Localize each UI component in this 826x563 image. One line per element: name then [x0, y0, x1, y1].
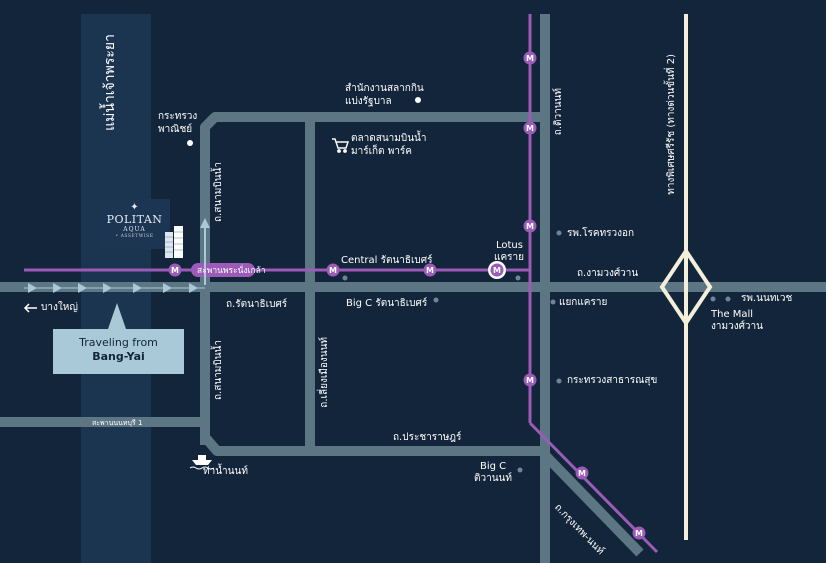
- metro-icon: M: [632, 526, 646, 540]
- dot-lotus-icon: [515, 275, 521, 281]
- dot-lottery-icon: [415, 97, 421, 103]
- svg-text:M: M: [526, 222, 534, 231]
- building-icon: [165, 226, 183, 258]
- svg-text:M: M: [526, 54, 534, 63]
- dot-nonthavej2-icon: [725, 296, 731, 302]
- ferry-icon: [189, 455, 215, 470]
- place-the-mall-line1: The Mall: [711, 309, 754, 320]
- place-the-mall-line2: งามวงศ์วาน: [711, 321, 764, 332]
- dot-bigc-ratta-icon: [433, 297, 439, 303]
- place-bigc-tiwanon-line1: Big C: [480, 461, 507, 472]
- road-sanambinnam-lower: ถ.สนามบินน้ำ: [213, 340, 224, 401]
- road-krungthep-nonthaburi: [541, 451, 644, 557]
- road-liang-mueang: ถ.เลี่ยงเมืองนนท์: [319, 337, 330, 408]
- place-dots-grey: [342, 230, 731, 473]
- dot-central-icon: [342, 275, 348, 281]
- route-up-arrow-icon: [200, 218, 210, 228]
- left-arrow-icon: [23, 303, 37, 313]
- place-market-line1: ตลาดสนามบินน้ำ: [351, 133, 427, 144]
- place-central: Central รัตนาธิเบศร์: [341, 255, 433, 266]
- svg-text:M: M: [493, 266, 501, 275]
- road-sanambinnam-upper: ถ.สนามบินน้ำ: [213, 162, 224, 223]
- road-ngamwongwan: ถ.งามวงศ์วาน: [577, 268, 639, 279]
- dot-public-health-icon: [556, 378, 562, 384]
- road-nonthaburi1-bridge: สะพานนนทบุรี 1: [92, 419, 143, 427]
- dot-nonthavej-icon: [710, 296, 716, 302]
- metro-icon: M: [523, 373, 537, 387]
- road-pracharat: [201, 433, 545, 456]
- metro-stations: M M M M M M M M M M: [168, 51, 646, 540]
- svg-text:M: M: [578, 469, 586, 478]
- bridge-label-pill: [191, 263, 255, 277]
- road-north-loop: [200, 112, 545, 445]
- logo-star-icon: ✦: [130, 202, 139, 213]
- metro-icon: M: [326, 263, 340, 277]
- place-bigc-tiwanon-line2: ติวานนท์: [474, 473, 512, 484]
- place-chest-hospital: รพ.โรคทรวงอก: [567, 228, 635, 239]
- dot-chest-hosp-icon: [556, 230, 562, 236]
- road-pracharat: ถ.ประชาราษฎร์: [393, 432, 462, 443]
- road-tiwanon: ถ.ติวานนท์: [553, 88, 564, 136]
- place-pier: ท่าน้ำนนท์: [203, 466, 248, 477]
- place-lotus-line2: แคราย: [494, 252, 524, 263]
- river-label: แม่น้ำเจ้าพระยา: [102, 34, 118, 131]
- dot-bigc-tiwanon-icon: [517, 467, 523, 473]
- place-bigc-rattanathibet: Big C รัตนาธิเบศร์: [346, 298, 428, 309]
- place-dots: [187, 97, 421, 146]
- metro-icon: M: [523, 219, 537, 233]
- dot-khae-rai-icon: [550, 299, 556, 305]
- place-commerce-ministry: กระทรวงพาณิชย์: [158, 111, 198, 135]
- bridge-label: สะพานพระนั่งเกล้า: [197, 266, 266, 276]
- place-market-line2: มาร์เก็ต พาร์ค: [351, 146, 412, 157]
- direction-bang-yai: บางใหญ่: [41, 302, 78, 313]
- logo-name: POLITAN: [106, 213, 163, 226]
- callout-line2: Bang-Yai: [92, 350, 145, 363]
- svg-text:M: M: [329, 266, 337, 275]
- place-nonthavej: รพ.นนทเวช: [741, 293, 793, 304]
- metro-icon: M: [168, 263, 182, 277]
- callout-pointer: [108, 303, 126, 329]
- shopping-cart-icon: [332, 138, 349, 153]
- place-lotus-line1: Lotus: [496, 240, 523, 251]
- road-rattanathibet-band: [150, 282, 550, 292]
- svg-text:M: M: [426, 266, 434, 275]
- metro-icon: M: [575, 466, 589, 480]
- svg-text:M: M: [526, 124, 534, 133]
- metro-icon: M: [523, 51, 537, 65]
- logo-brand: • ASSETWISE: [115, 234, 154, 239]
- traveling-from-callout: Traveling from Bang-Yai: [53, 329, 184, 374]
- metro-interchange-icon: M: [488, 261, 506, 279]
- svg-text:M: M: [526, 376, 534, 385]
- road-expressway: ทางพิเศษศรีรัช (ทางด่วนขั้นที่ 2): [666, 54, 677, 195]
- metro-icon: M: [423, 263, 437, 277]
- place-lottery-office: สำนักงานสลากกินแบ่งรัฐบาล: [345, 83, 424, 107]
- road-rattanathibet: ถ.รัตนาธิเบศร์: [226, 299, 288, 310]
- svg-text:M: M: [635, 529, 643, 538]
- place-khae-rai-junction: แยกแคราย: [559, 297, 608, 308]
- logo-sub: AQUA: [123, 226, 146, 233]
- politan-aqua-logo: ✦ POLITAN AQUA • ASSETWISE: [99, 199, 170, 249]
- svg-text:M: M: [171, 266, 179, 275]
- callout-line1: Traveling from: [79, 336, 158, 349]
- metro-icon: M: [523, 121, 537, 135]
- expressway-interchange: [659, 247, 713, 327]
- place-public-health: กระทรวงสาธารณสุข: [567, 375, 658, 386]
- dot-commerce-icon: [187, 140, 193, 146]
